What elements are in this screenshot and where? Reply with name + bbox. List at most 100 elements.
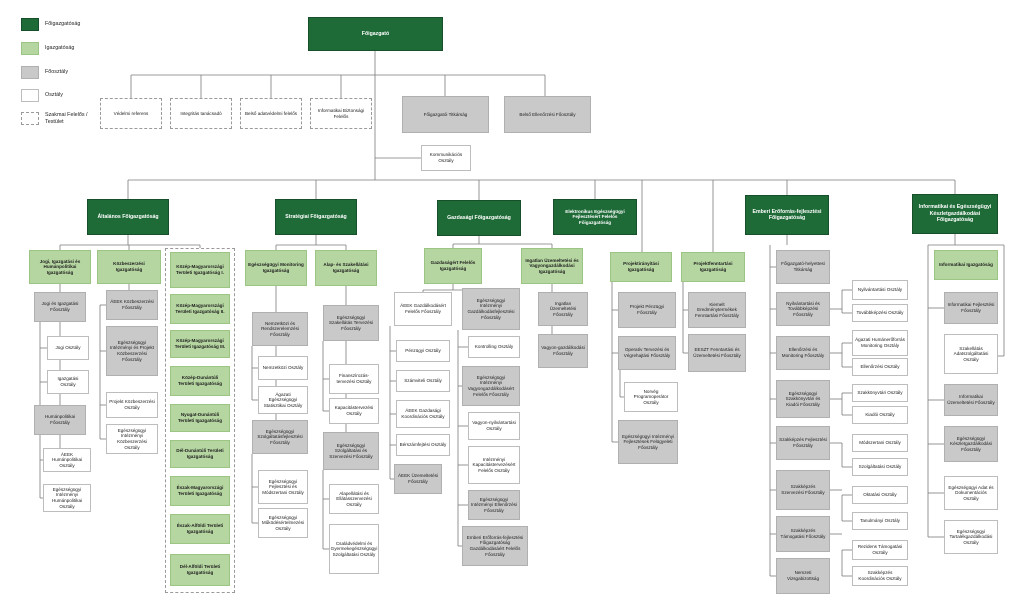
- legend-label: Főigazgatóság: [45, 21, 81, 27]
- org-unit-eu-fejl-os: Egészségügyi Fejlesztési és Módszertani …: [258, 470, 308, 504]
- org-unit-projekt-kozbesz-os: Projekt Közbeszerzési Osztály: [106, 392, 158, 418]
- org-unit-nyilv-tovabbkepz-fo: Nyilvántartási és Továbbképzési Főosztál…: [776, 292, 830, 326]
- org-unit-r1: Közép-Magyarországi Területi Igazgatóság…: [170, 252, 230, 288]
- legend-swatch: [21, 42, 39, 55]
- org-unit-kiemelt-fo: Kiemelt Eredménytermékek Fenntartási Főo…: [688, 292, 746, 328]
- org-unit-modszertani-os: Módszertani Osztály: [852, 434, 908, 452]
- org-unit-informatikai-ig: Informatikai Igazgatóság: [934, 250, 998, 280]
- org-unit-r3: Közép-Magyarországi Területi Igazgatóság…: [170, 330, 230, 358]
- org-unit-adatvedelmi: Belső adatvédelmi felelős: [240, 98, 302, 129]
- org-unit-kiadoi-os: Kiadói Osztály: [852, 406, 908, 424]
- org-unit-aeek-human: ÁEEK Humánpolitikai Osztály: [43, 448, 91, 472]
- org-unit-operativ-fo: Operatív Tervezési és Végrehajtási Főosz…: [618, 336, 676, 370]
- legend-label: Osztály: [45, 92, 63, 98]
- org-unit-eu-int-kozbesz-os: Egészségügyi Intézményi Közbeszerzési Os…: [106, 424, 158, 454]
- org-unit-infobiz: Informatikai Biztonsági Felelős: [310, 98, 372, 129]
- org-unit-info-uzem-fo: Informatikai Üzemeltetési Főosztály: [944, 384, 998, 416]
- org-unit-penzugyi-os: Pénzügyi Osztály: [396, 340, 450, 362]
- org-unit-kapacitas-os: Kapacitástervezési Osztály: [329, 398, 379, 424]
- org-unit-aeek-gazd-koord-os: ÁEEK Gazdasági Koordinációs Osztály: [396, 400, 450, 428]
- org-unit-r9: Dél-Alföldi Területi Igazgatóság: [170, 554, 230, 586]
- org-unit-r5: Nyugat-Dunántúli Területi Igazgatóság: [170, 404, 230, 432]
- legend-swatch: [21, 112, 39, 125]
- org-unit-jogi-fo: Jogi és Igazgatási Főosztály: [34, 292, 86, 322]
- org-unit-r2: Közép-Magyarországi Területi Igazgatóság…: [170, 294, 230, 324]
- org-unit-d5: Emberi Erőforrás-fejlesztési Főigazgatós…: [745, 195, 829, 235]
- org-unit-norveg-os: Norvég Programoperátor Osztály: [624, 382, 678, 412]
- org-unit-integritas: Integritás tanácsadó: [170, 98, 232, 129]
- org-unit-d3: Gazdasági Főigazgatóság: [437, 200, 521, 236]
- org-unit-szakkepzes-fejl-fo: Szakképzés Fejlesztési Főosztály: [776, 426, 830, 460]
- org-unit-szolgaltatasi-os: Szolgáltatási Osztály: [852, 458, 908, 476]
- org-unit-gazd-ig: Gazdaságért Felelős Igazgatóság: [424, 248, 482, 284]
- org-unit-vedelmi: Védelmi referens: [100, 98, 162, 129]
- legend-label: Főosztály: [45, 69, 69, 75]
- org-unit-d4: Elektronikus Egészségügyi Fejlesztésért …: [553, 199, 637, 235]
- org-unit-eu-szakkonyv-fo: Egészségügyi Szakkönyvtári és Kiadói Főo…: [776, 380, 830, 418]
- org-unit-kommunikacio: Kommunikációs Osztály: [421, 145, 471, 171]
- org-unit-nemzetkozi-os: Nemzetközi Osztály: [258, 356, 308, 380]
- regional-directorates-group: [165, 248, 235, 593]
- org-unit-r4: Közép-Dunántúli Területi Igazgatóság: [170, 366, 230, 396]
- org-unit-kontrolling-os: Kontrolling Osztály: [468, 336, 520, 358]
- org-unit-eeszt-fo: EESZT Fenntartási és Üzemeltetési Főoszt…: [688, 334, 746, 372]
- org-unit-aeek-uzem-fo: ÁEEK Üzemeltetési Főosztály: [394, 464, 442, 494]
- org-unit-aeek-gazd-fo: ÁEEK Gazdálkodásért Felelős Főosztály: [394, 292, 452, 326]
- org-unit-nyilv-os: Nyilvántartási Osztály: [852, 280, 908, 300]
- org-unit-agazati-stat-os: Ágazati Egészségügyi Statisztikai Osztál…: [258, 386, 308, 414]
- org-unit-emberi-fo: Emberi Erőforrás-fejlesztési Főigazgatós…: [462, 526, 528, 566]
- org-unit-projekt-penzugyi-fo: Projekt Pénzügyi Főosztály: [618, 292, 676, 328]
- org-unit-r7: Észak-Magyarországi Területi Igazgatóság: [170, 476, 230, 506]
- org-unit-eu-int-vagyon-fo: Egészségügyi Intézményi Vagyongazdálkodá…: [462, 366, 520, 406]
- org-unit-eu-keszlet-fo: Egészségügyi Készletgazdálkodási Főosztá…: [944, 426, 998, 462]
- org-unit-alapellatasi-os: Alapellátási és Ellátásszervezési Osztál…: [329, 484, 379, 514]
- legend-label: Szakmai Felelős / Testület: [45, 112, 88, 125]
- org-unit-jogi-ig: Jogi, Igazgatási és Humánpolitikai Igazg…: [29, 250, 91, 284]
- org-unit-foigazgato-helyettesi: Főigazgató-helyettesi Titkárság: [776, 250, 830, 284]
- org-unit-rezidens-os: Rezidens Támogatási Osztály: [852, 540, 908, 560]
- org-unit-eu-szolg-fo: Egészségügyi Szolgáltatásfejlesztési Főo…: [252, 420, 308, 454]
- org-unit-r6: Dél-Dunántúli Területi Igazgatóság: [170, 440, 230, 468]
- org-unit-szakkepzes-tamog-fo: Szakképzés Támogatási Főosztály: [776, 516, 830, 552]
- org-unit-ingatlan-ig: Ingatlan Üzemeltetési és Vagyongazdálkod…: [521, 248, 583, 284]
- org-unit-agazati-hr-os: Ágazati Humánerőforrás Monitoring Osztál…: [852, 330, 908, 356]
- org-unit-eu-tartalek-os: Egészségügyi Tartalékgazdálkodási Osztál…: [944, 520, 998, 554]
- org-unit-eu-mukod-os: Egészségügyi Működésértelmezési Osztály: [258, 508, 308, 538]
- org-unit-szakkepzes-szerv-fo: Szakképzés Szervezési Főosztály: [776, 470, 830, 510]
- org-unit-eu-monitoring-ig: Egészségügyi Monitoring Igazgatóság: [245, 250, 307, 286]
- legend-swatch: [21, 89, 39, 102]
- org-unit-int-kapac-os: Intézményi Kapacitástervezésért Felelős …: [468, 446, 520, 484]
- org-unit-eu-adat-os: Egészségügyi Adat és Dokumentációs Osztá…: [944, 476, 998, 510]
- org-unit-d1: Általános Főigazgatóság: [87, 199, 169, 235]
- org-unit-eu-int-ell-fo: Egészségügyi Intézményi Ellenőrzési Főos…: [468, 490, 520, 520]
- legend-swatch: [21, 66, 39, 79]
- org-unit-szakkonyv-os: Szakkönyvtári Osztály: [852, 384, 908, 402]
- org-unit-human-fo: Humánpolitikai Főosztály: [34, 405, 86, 435]
- legend-swatch: [21, 18, 39, 31]
- org-unit-nemzeti-vizsga-fo: Nemzeti Vizsgabizottság: [776, 558, 830, 594]
- org-unit-jogi-os: Jogi Osztály: [47, 336, 89, 360]
- org-unit-projektfenntartasi-ig: Projektfenntartási Igazgatóság: [681, 252, 745, 282]
- org-unit-ellenorzesi-os: Ellenőrzési Osztály: [852, 358, 908, 376]
- org-unit-r8: Észak-Alföldi Területi Igazgatóság: [170, 514, 230, 544]
- org-unit-vagyon-fo: Vagyon-gazdálkodási Főosztály: [538, 334, 588, 368]
- org-unit-berszam-os: Bérszámfejtési Osztály: [396, 434, 450, 456]
- org-unit-oktatasi-os: Oktatási Osztály: [852, 486, 908, 504]
- legend-label: Igazgatóság: [45, 45, 75, 51]
- org-unit-igazgatasi-os: Igazgatási Osztály: [47, 370, 89, 394]
- org-unit-alap-ig: Alap- és Szakellátási Igazgatóság: [315, 250, 377, 286]
- org-unit-eu-int-gazd-fo: Egészségügyi Intézményi Gazdálkodásfejle…: [462, 288, 520, 330]
- org-unit-fo-gen: Főigazgató: [308, 17, 443, 51]
- org-unit-projektiranyitasi-ig: Projektirányítási Igazgatóság: [610, 252, 672, 282]
- org-unit-titkarsag: Főigazgatói Titkárság: [402, 96, 489, 133]
- org-unit-tovabbkepz-os: Továbbképzési Osztály: [852, 304, 908, 322]
- org-unit-eu-szakellatas-fo: Egészségügyi Szakellátás Tervezési Főosz…: [323, 305, 379, 341]
- org-unit-ingatlan-fo: Ingatlan Üzemeltetési Főosztály: [538, 292, 588, 326]
- org-unit-tanulmanyi-os: Tanulmányi Osztály: [852, 512, 908, 530]
- org-unit-ellenorz-monit-fo: Ellenőrzési és Monitoring Főosztály: [776, 336, 830, 370]
- org-unit-aeek-kozbesz: ÁEEK Közbeszerzési Főosztály: [106, 290, 158, 320]
- org-unit-eu-human: Egészségügyi Intézményi Humánpolitikai O…: [43, 484, 91, 512]
- org-unit-csalad-os: Családvédelmi és Gyermekegészségügyi Szo…: [329, 524, 379, 574]
